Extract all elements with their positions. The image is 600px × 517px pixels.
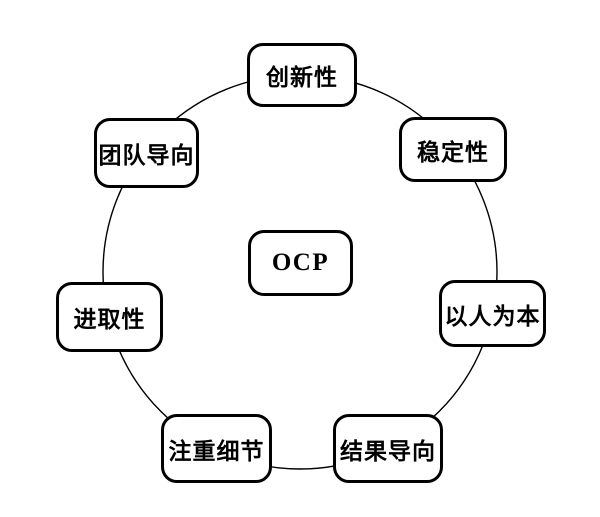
node-people-oriented: 以人为本 — [439, 280, 546, 347]
node-results-oriented-label: 结果导向 — [340, 438, 436, 464]
node-aggressiveness: 进取性 — [56, 282, 163, 352]
node-attention-to-detail-label: 注重细节 — [168, 438, 265, 464]
node-stability: 稳定性 — [399, 117, 507, 182]
node-people-oriented-label: 以人为本 — [444, 303, 541, 329]
node-stability-label: 稳定性 — [417, 139, 489, 165]
node-ocp-center: OCP — [248, 230, 353, 296]
node-innovation-label: 创新性 — [266, 65, 338, 90]
node-ocp-center-label: OCP — [271, 249, 330, 276]
node-team-orientation: 团队导向 — [94, 118, 199, 188]
node-aggressiveness-label: 进取性 — [73, 307, 146, 332]
node-innovation: 创新性 — [247, 43, 357, 107]
node-results-oriented: 结果导向 — [333, 414, 443, 483]
node-team-orientation-label: 团队导向 — [98, 143, 195, 168]
node-attention-to-detail: 注重细节 — [161, 414, 272, 483]
